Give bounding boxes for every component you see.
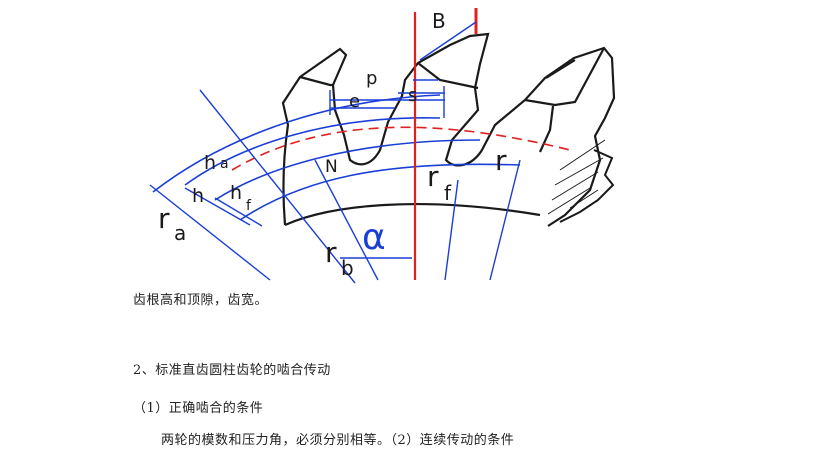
label-rb: r bbox=[325, 236, 337, 269]
label-alpha: α bbox=[362, 217, 386, 258]
gear-diagram: B p e s h a h h f r a r b r f r N α bbox=[149, 8, 616, 284]
label-ra: r bbox=[158, 202, 170, 235]
label-ha: h bbox=[204, 152, 216, 174]
label-B: B bbox=[432, 9, 446, 33]
label-hf-sub: f bbox=[246, 198, 252, 214]
label-ra-sub: a bbox=[174, 221, 186, 245]
gear-outline bbox=[281, 32, 616, 227]
section-heading: 2、标准直齿圆柱齿轮的啮合传动 bbox=[133, 363, 331, 378]
label-r: r bbox=[495, 144, 507, 177]
dimension-arcs bbox=[152, 94, 521, 221]
dimension-lines bbox=[149, 21, 521, 284]
label-e: e bbox=[349, 91, 360, 112]
label-h: h bbox=[192, 185, 204, 207]
section-hatch bbox=[547, 139, 615, 223]
label-p: p bbox=[366, 68, 377, 89]
label-s: s bbox=[408, 85, 417, 106]
label-ha-sub: a bbox=[220, 156, 229, 172]
label-rf: r bbox=[427, 160, 439, 193]
label-hf: h bbox=[230, 182, 242, 204]
pitch-circle bbox=[231, 126, 571, 171]
label-N: N bbox=[325, 157, 338, 177]
body-text: 两轮的模数和压力角，必须分别相等。（2）连续传动的条件 bbox=[161, 433, 515, 448]
label-rf-sub: f bbox=[444, 181, 452, 205]
subsection-heading: （1）正确啮合的条件 bbox=[133, 401, 264, 416]
caption-text: 齿根高和顶隙，齿宽。 bbox=[133, 293, 269, 308]
label-rb-sub: b bbox=[341, 256, 354, 280]
